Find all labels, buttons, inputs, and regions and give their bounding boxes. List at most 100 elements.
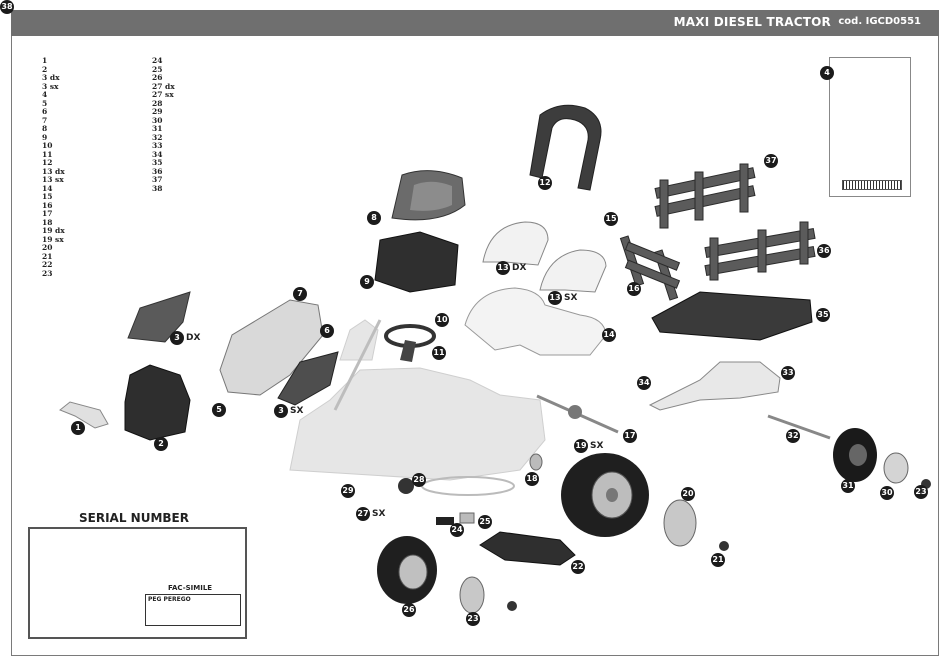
parts-list-entry: 4 <box>42 90 48 99</box>
front-wheel-27-part <box>377 536 437 604</box>
parts-list-entry: 24 <box>152 56 163 65</box>
parts-list-entry: 13 dx <box>42 166 65 176</box>
trailer-bed-part <box>651 291 813 341</box>
hubcap-20-part <box>663 499 697 547</box>
callout-number: 15 <box>604 212 618 226</box>
callout-number: 25 <box>478 515 492 529</box>
callout-number: 10 <box>435 313 449 327</box>
callout-number: 36 <box>817 244 831 258</box>
hubcap-31-part <box>883 452 909 484</box>
serial-label-sticker: PEG PEREGO <box>145 594 241 626</box>
callout-number: 30 <box>880 486 894 500</box>
parts-list-entry: 15 <box>42 192 53 201</box>
callout-suffix: DX <box>186 333 201 343</box>
front-bumper-part <box>59 401 109 429</box>
parts-list-entry: 33 <box>152 141 163 150</box>
fender-sx-part <box>539 249 607 293</box>
mudguard-part <box>464 287 607 356</box>
callout-number: 7 <box>293 287 307 301</box>
seat-base-part <box>374 231 459 293</box>
callout-number: 29 <box>341 484 355 498</box>
callout-number: 16 <box>627 282 641 296</box>
callout-number: 34 <box>637 376 651 390</box>
parts-list-entry: 11 <box>42 149 53 159</box>
parts-list-entry: 6 <box>42 107 48 116</box>
nut-23b-part <box>507 601 517 611</box>
tractor-body-ghost <box>289 319 546 481</box>
callout-number: 37 <box>764 154 778 168</box>
parts-list-entry: 27 dx <box>152 81 175 91</box>
parts-list-entry: 14 <box>42 183 53 193</box>
rear-wheel-19-part <box>561 453 649 537</box>
callout-number: 11 <box>432 346 446 360</box>
parts-list-entry: 27 sx <box>152 90 174 99</box>
parts-list-entry: 13 sx <box>42 175 64 184</box>
parts-list-entry: 18 <box>42 217 53 227</box>
callout-number: 4 <box>820 66 834 80</box>
front-housing-part <box>124 364 191 441</box>
side-grille-dx-part <box>127 291 191 343</box>
callout-number: 23 <box>914 485 928 499</box>
fence-rear-part <box>654 163 756 229</box>
trailer-chassis-part <box>648 361 781 411</box>
callout-number: 35 <box>816 308 830 322</box>
callout-number: 19 <box>574 439 588 453</box>
callout-number: 22 <box>571 560 585 574</box>
callout-number: 13 <box>548 291 562 305</box>
callout-number: 8 <box>367 211 381 225</box>
callout-number: 3 <box>274 404 288 418</box>
parts-list-entry: 26 <box>152 73 163 82</box>
callout-suffix: SX <box>564 293 578 303</box>
manual-booklet <box>829 57 911 197</box>
washer-18-part <box>529 453 543 471</box>
parts-list-entry: 8 <box>42 124 48 133</box>
callout-number: 27 <box>356 507 370 521</box>
serial-number-title: SERIAL NUMBER <box>79 511 189 525</box>
parts-list-entry: 2 <box>42 64 48 74</box>
parts-list-entry: 5 <box>42 98 48 108</box>
callout-suffix: SX <box>290 406 304 416</box>
callout-number: 2 <box>154 437 168 451</box>
side-grille-sx-part <box>277 351 339 406</box>
callout-number: 9 <box>360 275 374 289</box>
callout-suffix: SX <box>372 509 386 519</box>
parts-list-entry: 7 <box>42 115 48 125</box>
callout-number: 32 <box>786 429 800 443</box>
callout-suffix: SX <box>590 441 604 451</box>
roll-bar-part <box>529 104 602 191</box>
parts-list-entry: 19 sx <box>42 234 64 244</box>
callout-number: 1 <box>71 421 85 435</box>
fender-dx-part <box>482 221 549 266</box>
hubcap-24-part <box>459 576 485 614</box>
callout-number: 14 <box>602 328 616 342</box>
product-code: cod. IGCD0551 <box>838 16 921 27</box>
parts-list-entry: 29 <box>152 107 163 116</box>
callout-number: 33 <box>781 366 795 380</box>
parts-list-entry: 25 <box>152 64 163 74</box>
callout-number: 23 <box>466 612 480 626</box>
callout-number: 20 <box>681 487 695 501</box>
callout-suffix: DX <box>512 263 527 273</box>
parts-list-entry: 1 <box>42 56 48 65</box>
parts-list-entry: 19 dx <box>42 226 65 235</box>
trailer-wheel-32-part <box>833 428 877 482</box>
callout-number: 17 <box>623 429 637 443</box>
parts-list-entry: 3 dx <box>42 73 60 82</box>
callout-number: 13 <box>496 261 510 275</box>
nut-21-part <box>719 541 729 551</box>
parts-list-entry: 22 <box>42 260 53 269</box>
fence-side-part <box>704 221 816 281</box>
callout-number: 21 <box>711 553 725 567</box>
callout-number: 28 <box>412 473 426 487</box>
parts-list-entry: 21 <box>42 251 53 261</box>
parts-list-entry: 32 <box>152 132 163 142</box>
callout-number: 18 <box>525 472 539 486</box>
parts-list-entry: 12 <box>42 158 53 167</box>
barcode-icon <box>842 180 902 190</box>
callout-number: 38 <box>0 0 14 14</box>
fac-simile-label: FAC-SIMILE <box>168 584 213 592</box>
callout-number: 6 <box>320 324 334 338</box>
callout-number: 5 <box>212 403 226 417</box>
